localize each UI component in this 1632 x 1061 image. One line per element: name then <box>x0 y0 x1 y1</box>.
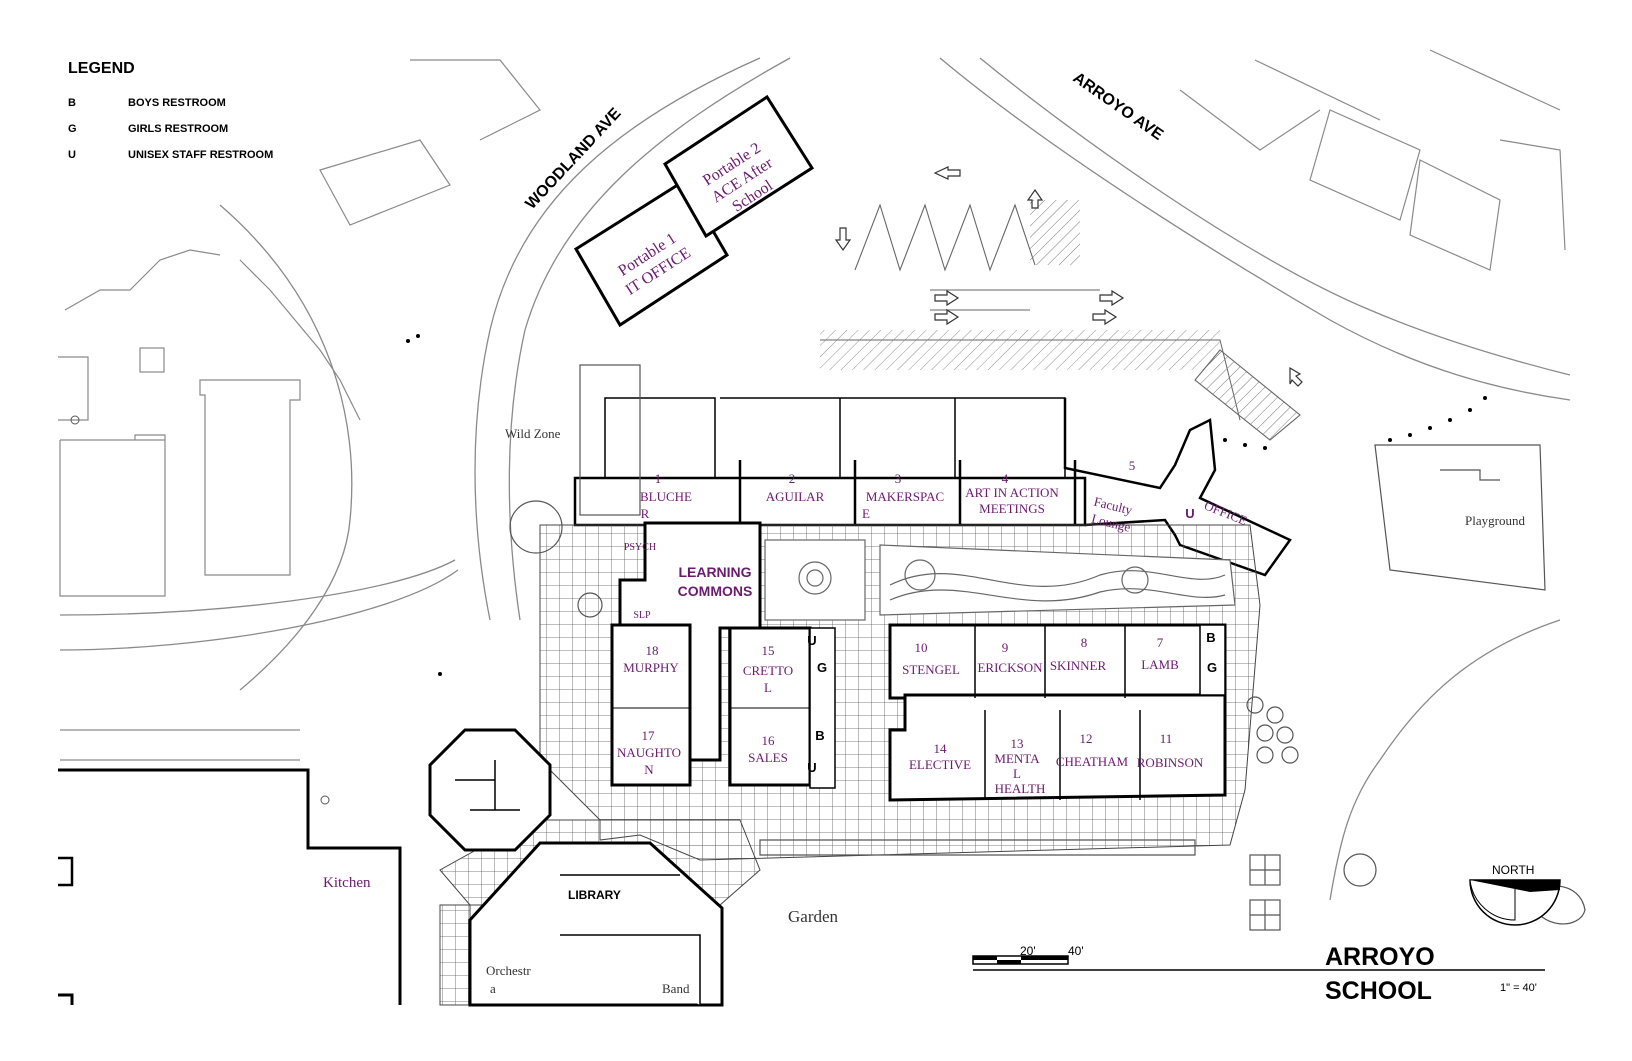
scale-label-40: 40' <box>1068 944 1084 958</box>
room-14-number: 14 <box>934 741 948 756</box>
room-2-number: 2 <box>789 471 796 486</box>
room-7-number: 7 <box>1157 635 1164 650</box>
legend-label: UNISEX STAFF RESTROOM <box>128 149 274 161</box>
west-building <box>58 768 402 1005</box>
legend-code: B <box>68 97 76 109</box>
room-13-number: 13 <box>1011 736 1024 751</box>
room-13-name-cont2: HEALTH <box>995 781 1046 796</box>
slp-label: SLP <box>633 610 651 621</box>
room-11-name: ROBINSON <box>1137 755 1204 770</box>
restroom-boys-1: B <box>815 728 824 743</box>
room-18-number: 18 <box>646 643 659 658</box>
room-1-number: 1 <box>655 471 662 486</box>
restroom-unisex-2: U <box>807 760 816 775</box>
legend-label: GIRLS RESTROOM <box>128 123 229 135</box>
room-15-name-cont: L <box>764 680 772 695</box>
scale-label-20: 20' <box>1020 944 1036 958</box>
courtyard-garden <box>764 539 1236 621</box>
room-17-name: NAUGHTO <box>617 745 681 760</box>
room-9-name: ERICKSON <box>977 660 1043 675</box>
playground-label: Playground <box>1465 513 1525 528</box>
restroom-boys-2: B <box>1206 630 1215 645</box>
map-title-line2: SCHOOL <box>1325 977 1432 1005</box>
classroom-blocks <box>610 521 1227 802</box>
room-17-name-cont: N <box>644 762 654 777</box>
legend-title: LEGEND <box>68 60 135 77</box>
map-title: ARROYO SCHOOL <box>1325 940 1435 1008</box>
neighbor-buildings <box>58 49 1566 597</box>
room-13-name-cont: L <box>1013 766 1021 781</box>
restroom-unisex-1: U <box>807 633 816 648</box>
garden-label: Garden <box>788 907 839 926</box>
fence-line <box>70 334 1487 805</box>
psych-label: PSYCH <box>624 542 656 553</box>
room-4-name-cont: MEETINGS <box>979 501 1045 516</box>
orchestra-label-cont: a <box>490 981 496 996</box>
north-wing <box>573 397 1292 577</box>
scale-ratio: 1" = 40' <box>1500 982 1537 994</box>
room-17-number: 17 <box>642 728 656 743</box>
room-18-name: MURPHY <box>623 660 679 675</box>
kitchen-label: Kitchen <box>323 875 371 891</box>
room-3-number: 3 <box>895 471 902 486</box>
legend: LEGEND B BOYS RESTROOM G GIRLS RESTROOM … <box>68 60 273 168</box>
library-building <box>468 841 724 1007</box>
site-features <box>509 364 1586 931</box>
band-label: Band <box>662 981 690 996</box>
room-1-name-cont: R <box>641 506 650 521</box>
office-label: OFFICE <box>1202 497 1249 528</box>
scale-bar <box>972 955 1545 971</box>
learning-commons-label-cont: COMMONS <box>678 583 753 599</box>
room-10-number: 10 <box>915 640 928 655</box>
room-11-number: 11 <box>1160 731 1173 746</box>
legend-item-boys: B BOYS RESTROOM <box>68 90 273 116</box>
orchestra-label: Orchestr <box>486 963 531 978</box>
room-3-name-cont: E <box>862 506 870 521</box>
portables <box>573 94 815 328</box>
room-1-name: BLUCHE <box>640 489 692 504</box>
octagon-building <box>428 728 552 852</box>
legend-code: U <box>68 149 76 161</box>
room-3-name: MAKERSPAC <box>866 489 944 504</box>
legend-item-unisex: U UNISEX STAFF RESTROOM <box>68 142 273 168</box>
room-8-name: SKINNER <box>1050 658 1107 673</box>
room-8-number: 8 <box>1081 635 1088 650</box>
parking-lot <box>820 200 1301 441</box>
street-arroyo-ave: ARROYO AVE <box>1070 69 1167 144</box>
room-15-name: CRETTO <box>743 663 793 678</box>
restroom-girls-1: G <box>817 660 827 675</box>
room-4-name: ART IN ACTION <box>965 485 1059 500</box>
wild-zone-label: Wild Zone <box>505 426 561 441</box>
room-13-name: MENTA <box>994 751 1040 766</box>
learning-commons-label: LEARNING <box>678 564 751 580</box>
street-woodland-ave: WOODLAND AVE <box>522 105 624 213</box>
restroom-unisex-3: U <box>1185 506 1194 521</box>
room-4-number: 4 <box>1002 471 1009 486</box>
room-16-number: 16 <box>762 733 776 748</box>
restroom-girls-2: G <box>1207 660 1217 675</box>
roads <box>59 57 1571 901</box>
room-15-number: 15 <box>762 643 775 658</box>
room-5-number: 5 <box>1129 458 1136 473</box>
legend-label: BOYS RESTROOM <box>128 97 226 109</box>
room-9-number: 9 <box>1002 640 1009 655</box>
room-16-name: SALES <box>748 750 788 765</box>
legend-code: G <box>68 123 77 135</box>
north-label: NORTH <box>1492 863 1535 877</box>
legend-item-girls: G GIRLS RESTROOM <box>68 116 273 142</box>
room-14-name: ELECTIVE <box>909 757 971 772</box>
room-7-name: LAMB <box>1141 657 1179 672</box>
room-12-number: 12 <box>1080 731 1093 746</box>
map-title-line1: ARROYO <box>1325 943 1435 971</box>
room-2-name: AGUILAR <box>766 489 825 504</box>
traffic-arrows <box>834 166 1303 387</box>
room-12-name: CHEATHAM <box>1056 754 1129 769</box>
north-arrow <box>1469 879 1561 926</box>
room-10-name: STENGEL <box>902 662 960 677</box>
library-label: LIBRARY <box>568 888 621 902</box>
